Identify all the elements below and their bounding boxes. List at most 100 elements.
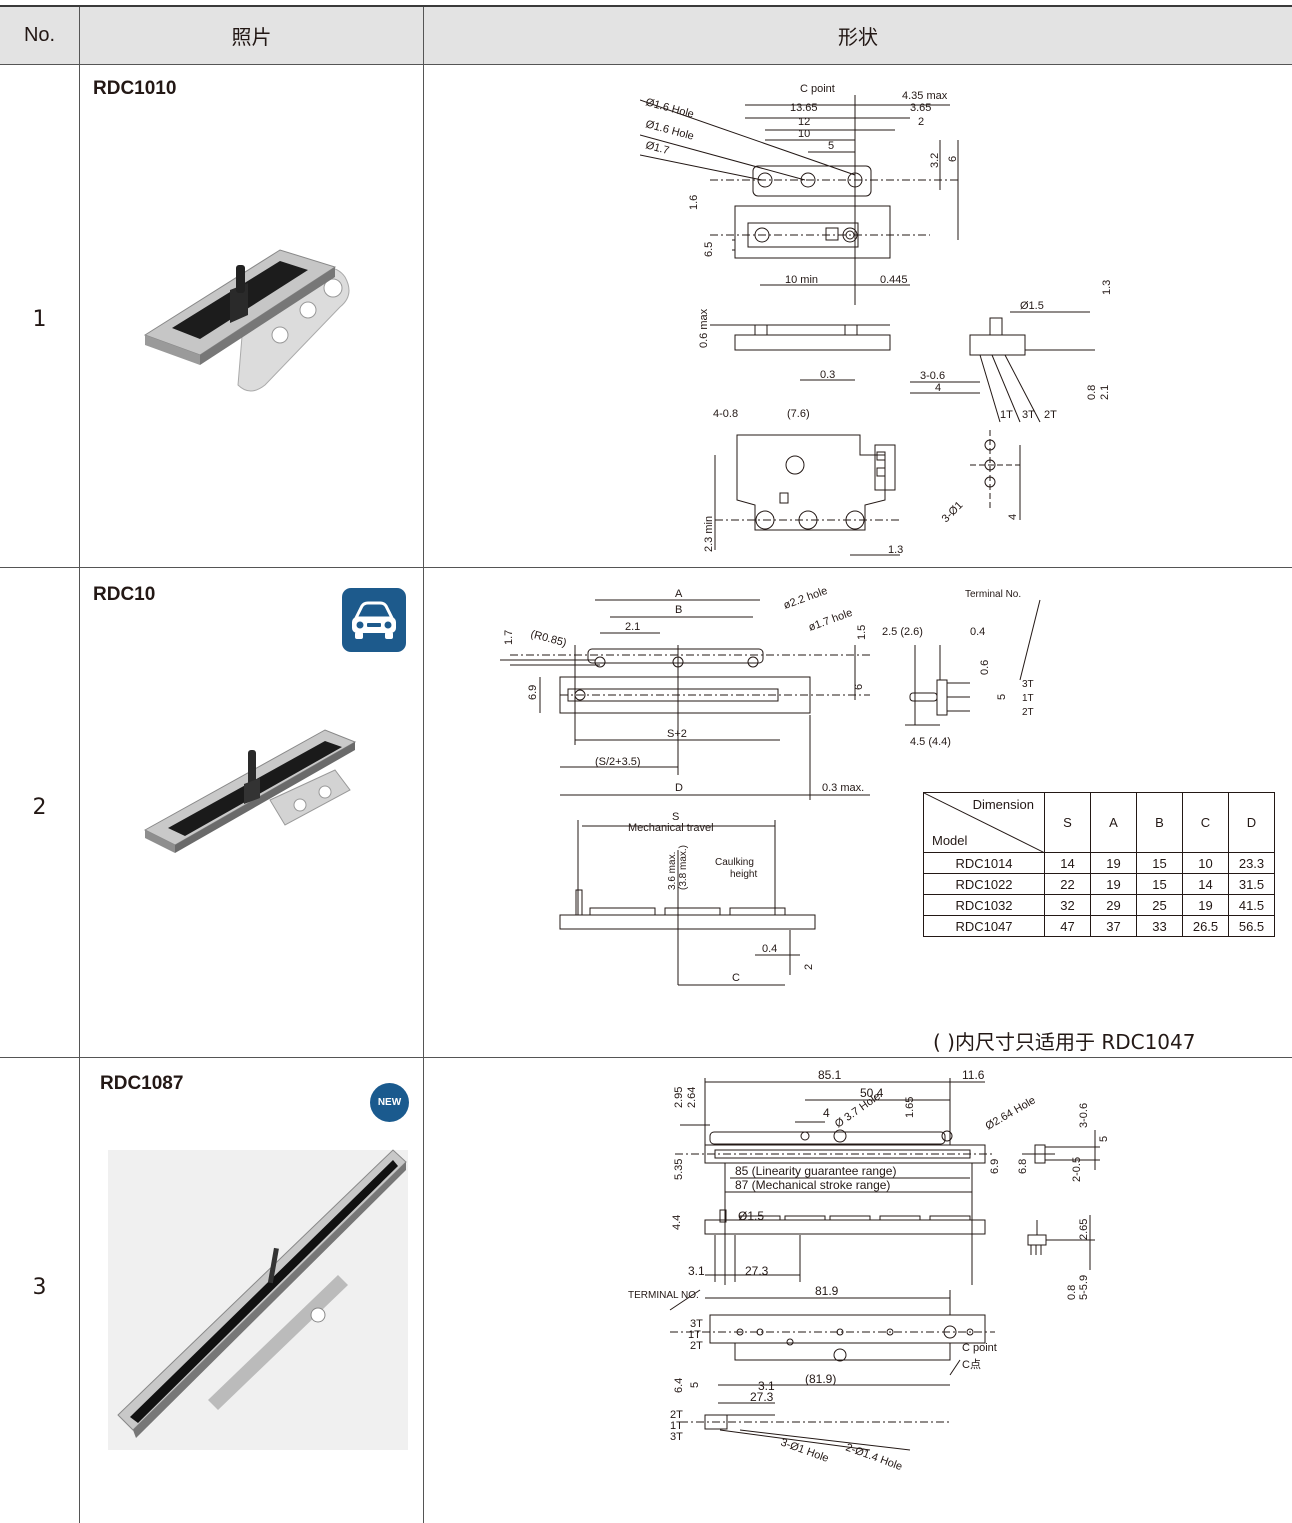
corner-top-label: Dimension [972,797,1034,812]
dim-label: Ø1.6 Hole [644,96,695,120]
dim-label: 2T [1044,409,1057,421]
dim-label: 4.4 [671,1215,683,1230]
corner-diagonal [924,793,1045,853]
dim-label: 3T [670,1431,683,1443]
dim-label: 1T [688,1329,701,1341]
cell: 47 [1044,915,1091,937]
dim-label: 5 [996,694,1008,700]
cell: 14 [1182,873,1229,895]
dim-label: 2T [670,1409,683,1421]
table-corner: Dimension Model [923,792,1045,853]
dim-label: 2 [803,964,815,970]
table-top-rule [0,5,1292,7]
cell: 29 [1090,894,1137,916]
dim-label: Ø1.5 [738,1209,764,1223]
row-number: 3 [32,1275,47,1300]
dim-label: (81.9) [805,1372,836,1386]
dim-label: 2.5 (2.6) [882,626,923,638]
corner-bottom-label: Model [932,833,968,848]
dim-label: 2T [690,1340,703,1352]
model-name: RDC10 [93,584,156,605]
column-header: B [1136,792,1183,853]
dim-label: 3T [690,1318,703,1330]
dim-label: 1.7 [503,630,515,645]
dim-label: Terminal No. [965,589,1021,600]
cell: 32 [1044,894,1091,916]
cell: RDC1047 [923,915,1045,937]
dim-label: 27.3 [750,1390,774,1404]
dim-label: 5-5.9 [1078,1275,1090,1300]
dim-label: 0.8 [1086,385,1098,400]
cell: 41.5 [1228,894,1275,916]
column-header: C [1182,792,1229,853]
cell: 23.3 [1228,852,1275,874]
dim-label: (7.6) [787,408,810,420]
dim-label: 1T [670,1420,683,1432]
cell: RDC1022 [923,873,1045,895]
dim-label: 0.445 [880,274,908,286]
dim-label: 1T [1022,693,1034,704]
dim-label: Caulking [715,857,754,868]
product-photo [143,729,357,853]
dim-label: 12 [798,116,810,128]
dim-label: A [675,588,683,600]
column-divider [79,7,80,1523]
dim-label: 11.6 [962,1070,985,1082]
dim-label: C点 [962,1358,981,1371]
drawing-rdc1010: C point 4.35 max 13.65 3.65 12 2 10 5 Ø1… [640,83,1113,556]
dim-label: 0.3 [820,369,835,381]
dim-label: 1.6 [688,195,700,210]
header-shape: 形状 [424,7,1292,65]
row-number: 2 [32,795,47,820]
dim-label: 3-0.6 [1078,1103,1090,1128]
cell: 56.5 [1228,915,1275,937]
dimension-note: ( )内尺寸只适用于 RDC1047 [933,1030,1196,1054]
dim-label: 87 (Mechanical stroke range) [735,1178,890,1192]
dim-label: ø2.2 hole [782,585,829,612]
product-photo [143,249,350,392]
cell: 19 [1182,894,1229,916]
dim-label: Ø1.5 [1020,300,1044,312]
dim-label: 85.1 [818,1070,842,1082]
dim-label: 13.65 [790,102,818,114]
dim-label: 6.9 [989,1159,1001,1174]
dim-label: 6 [853,684,865,690]
row-number: 1 [32,307,47,332]
dim-label: 50.4 [860,1086,884,1100]
dim-label: Ø1.7 [644,139,670,157]
dim-label: 6.9 [527,685,539,700]
cell: 19 [1090,873,1137,895]
dim-label: 3.65 [910,102,931,114]
dim-label: 0.6 [979,660,991,675]
dim-label: (R0.85) [529,628,568,649]
dim-label: 4 [823,1106,830,1120]
dim-label: 6.4 [673,1378,685,1393]
cell: 26.5 [1182,915,1229,937]
cell: 37 [1090,915,1137,937]
dim-label: 5.35 [673,1159,685,1180]
dim-label: 1.65 [904,1097,916,1118]
dim-label: 4.5 (4.4) [910,736,951,748]
dim-label: S [672,811,679,823]
header-photo: 照片 [80,7,423,65]
dim-label: 3T [1022,409,1035,421]
dim-label: 2.65 [1078,1219,1090,1240]
new-badge: NEW [370,1083,409,1122]
dim-label: 2.95 [673,1087,685,1108]
dim-label: (3.8 max.) [678,845,689,890]
dim-label: Mechanical travel [628,822,714,834]
dim-label: 5 [1098,1136,1110,1142]
cell: 14 [1044,852,1091,874]
column-divider [423,7,424,1523]
dim-label: 0.8 [1066,1285,1078,1300]
cell: 15 [1136,852,1183,874]
dim-label: 2-0.5 [1071,1157,1083,1182]
dim-label: 3.1 [688,1264,705,1278]
dim-label: 6.8 [1017,1159,1029,1174]
dim-label: 2-Ø1.4 Hole [844,1442,904,1474]
dim-label: 0.4 [762,943,777,955]
